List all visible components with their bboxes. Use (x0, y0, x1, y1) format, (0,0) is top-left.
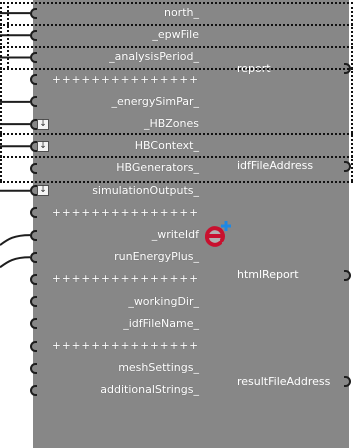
input-param-7[interactable]: HBGenerators_ (116, 161, 199, 175)
flatten-arrow-icon: ↓ (37, 185, 49, 197)
input-grip[interactable] (30, 163, 37, 174)
input-wire (0, 234, 31, 246)
selection-dotted-line (351, 2, 353, 181)
input-grip[interactable] (30, 251, 37, 263)
input-separator: +++++++++++++++ (52, 340, 199, 352)
output-param-3[interactable]: resultFileAddress (237, 374, 331, 388)
selection-dotted-line (0, 133, 353, 135)
selection-dotted-line (0, 68, 353, 70)
input-grip[interactable] (30, 340, 37, 352)
output-grip[interactable] (344, 376, 351, 388)
input-grip[interactable] (30, 385, 37, 396)
input-grip[interactable] (30, 318, 37, 330)
input-param-5[interactable]: _HBZones (143, 117, 199, 130)
input-param-1[interactable]: _epwFile (152, 28, 199, 42)
selection-dotted-line (0, 181, 353, 183)
input-grip[interactable] (30, 118, 37, 130)
output-grip[interactable] (344, 160, 351, 172)
input-grip[interactable] (30, 29, 37, 41)
selection-dotted-line (0, 24, 353, 26)
input-param-17[interactable]: additionalStrings_ (100, 383, 199, 397)
input-param-16[interactable]: meshSettings_ (118, 361, 199, 375)
honeybee-energyplus-logo-icon (204, 221, 231, 247)
input-grip[interactable] (30, 74, 37, 86)
flatten-arrow-icon: ↓ (37, 140, 49, 152)
selection-dotted-line (0, 46, 353, 48)
input-param-13[interactable]: _workingDir_ (128, 294, 199, 308)
input-param-8[interactable]: simulationOutputs_ (92, 183, 199, 197)
selection-dotted-line (7, 2, 9, 68)
input-grip[interactable] (30, 207, 37, 219)
input-grip[interactable] (30, 185, 37, 197)
input-grip[interactable] (30, 52, 37, 63)
selection-dotted-line (0, 156, 353, 158)
input-grip[interactable] (30, 296, 37, 308)
component-body[interactable] (33, 0, 349, 448)
input-param-2[interactable]: _analysisPeriod_ (109, 50, 199, 64)
input-param-14[interactable]: _idfFileName_ (123, 316, 199, 330)
input-separator: +++++++++++++++ (52, 73, 199, 86)
input-param-11[interactable]: runEnergyPlus_ (114, 250, 199, 264)
input-grip[interactable] (30, 362, 37, 374)
input-param-6[interactable]: HBContext_ (134, 139, 199, 153)
input-param-4[interactable]: _energySimPar_ (111, 94, 199, 108)
output-param-1[interactable]: idfFileAddress (237, 159, 314, 173)
input-grip[interactable] (30, 274, 37, 285)
flatten-arrow-icon: ↓ (37, 118, 49, 130)
input-param-0[interactable]: north_ (163, 6, 199, 19)
output-param-2[interactable]: htmlReport (237, 268, 299, 282)
selection-dotted-line (0, 2, 353, 4)
input-grip[interactable] (30, 7, 37, 19)
input-param-10[interactable]: _writeIdf (151, 228, 199, 241)
input-separator: +++++++++++++++ (52, 273, 199, 286)
input-grip[interactable] (30, 140, 37, 152)
selection-dotted-line (0, 2, 2, 181)
input-grip[interactable] (30, 229, 37, 241)
input-grip[interactable] (30, 96, 37, 108)
input-separator: +++++++++++++++ (52, 206, 199, 219)
output-grip[interactable] (344, 269, 351, 281)
input-wire (0, 256, 31, 269)
